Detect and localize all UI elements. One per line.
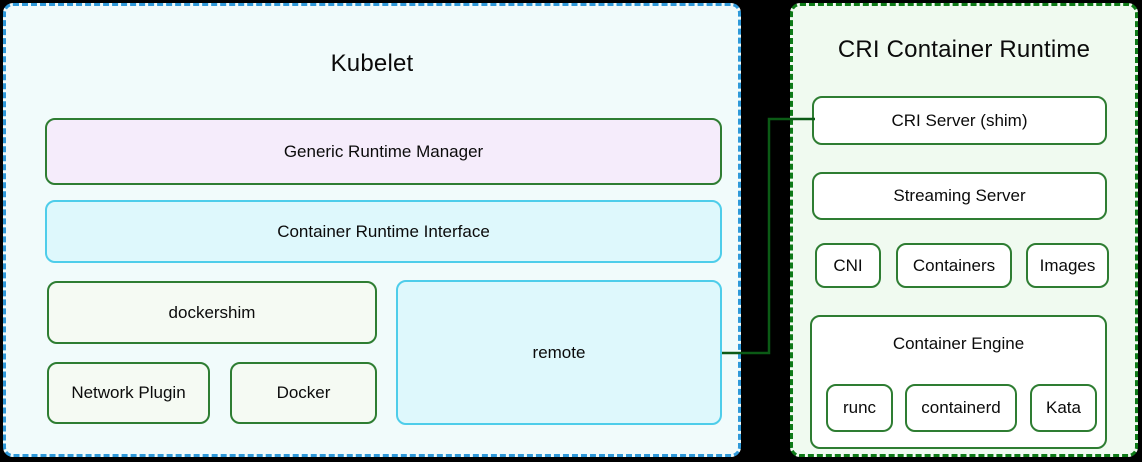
cri-panel-title: CRI Container Runtime xyxy=(837,36,1091,63)
generic-runtime-manager-label: Generic Runtime Manager xyxy=(283,141,484,161)
runc-label: runc xyxy=(842,398,877,417)
kubelet-panel-title: Kubelet xyxy=(330,50,414,77)
runc-box: runc xyxy=(826,384,893,432)
kata-box: Kata xyxy=(1030,384,1097,432)
kata-label: Kata xyxy=(1046,398,1081,417)
streaming-server-box: Streaming Server xyxy=(812,172,1107,220)
images-label: Images xyxy=(1039,255,1096,275)
dockershim-box: dockershim xyxy=(47,281,377,344)
container-runtime-interface-box: Container Runtime Interface xyxy=(45,200,722,263)
network-plugin-box: Network Plugin xyxy=(47,362,210,424)
containers-box: Containers xyxy=(896,243,1012,288)
remote-box: remote xyxy=(396,280,722,425)
cri-server-shim-box: CRI Server (shim) xyxy=(812,96,1107,145)
containerd-box: containerd xyxy=(905,384,1017,432)
cni-box: CNI xyxy=(815,243,881,288)
cni-label: CNI xyxy=(833,255,863,275)
container-engine-box: Container Engine runc containerd Kata xyxy=(810,315,1107,449)
container-engine-label: Container Engine xyxy=(892,334,1025,353)
remote-label: remote xyxy=(532,342,586,362)
cri-container-runtime-panel: CRI Container Runtime CRI Server (shim) … xyxy=(790,3,1138,457)
container-runtime-interface-label: Container Runtime Interface xyxy=(277,221,490,241)
docker-box: Docker xyxy=(230,362,377,424)
dockershim-label: dockershim xyxy=(168,302,256,322)
containerd-label: containerd xyxy=(921,398,1001,417)
images-box: Images xyxy=(1026,243,1109,288)
containers-label: Containers xyxy=(912,255,996,275)
docker-label: Docker xyxy=(276,383,331,402)
generic-runtime-manager-box: Generic Runtime Manager xyxy=(45,118,722,185)
kubelet-panel: Kubelet Generic Runtime Manager Containe… xyxy=(3,3,741,457)
cri-server-shim-label: CRI Server (shim) xyxy=(891,110,1028,130)
streaming-server-label: Streaming Server xyxy=(893,186,1026,205)
network-plugin-label: Network Plugin xyxy=(71,383,186,402)
